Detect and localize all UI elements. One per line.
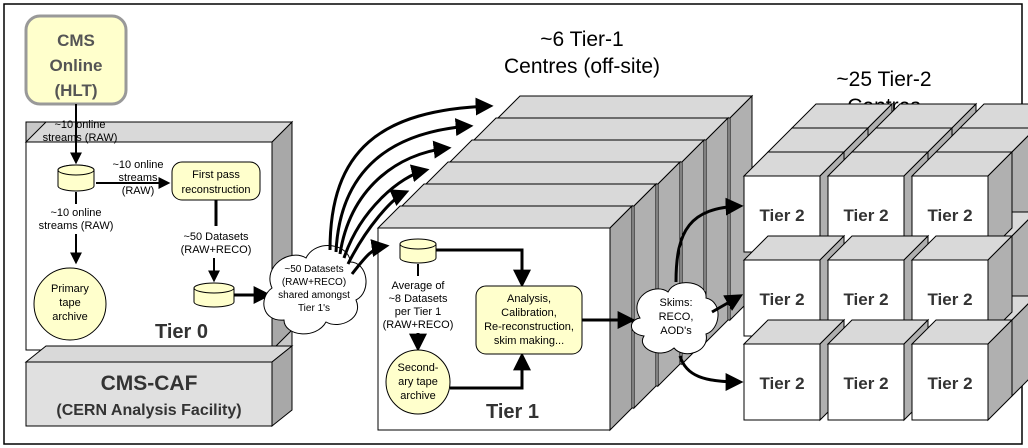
tier2-grid: Tier 2 Tier 2 Tier 2 Tier 2 Tier 2 Tier 2 Tier… xyxy=(742,102,1028,422)
secondary-to-analysis-arrow xyxy=(450,352,531,390)
secondary-tape-line-1: Second- xyxy=(398,362,439,374)
primary-tape-line-1: Primary xyxy=(51,283,89,295)
first-pass-line-1: First pass xyxy=(192,169,240,181)
tier0-streams-right-2: streams xyxy=(118,172,158,184)
analysis-box: Analysis, Calibration, Re-reconstruction… xyxy=(475,285,583,355)
first-pass-line-2: reconstruction xyxy=(181,184,250,196)
tier2-cube-label: Tier 2 xyxy=(759,374,804,393)
skims-line-3: AOD's xyxy=(660,325,692,337)
tier2-heading-1: ~25 Tier-2 xyxy=(836,68,931,91)
secondary-tape-line-2: ary tape xyxy=(398,376,438,388)
analysis-line-2: Calibration, xyxy=(501,307,557,319)
primary-tape-archive: Primary tape archive xyxy=(33,267,107,341)
cms-caf-subtitle: (CERN Analysis Facility) xyxy=(56,402,241,419)
tier2-cube-label: Tier 2 xyxy=(843,374,888,393)
skims-to-tier2-middle-arrow xyxy=(711,294,744,314)
tier0-streams-top-2: streams (RAW) xyxy=(43,132,118,144)
tier2-cube-label: Tier 2 xyxy=(927,374,972,393)
tier0-streams-right-1: ~10 online xyxy=(112,159,163,171)
skims-to-tier2-bottom-arrow xyxy=(678,355,744,391)
analysis-line-1: Analysis, xyxy=(507,293,551,305)
tier2-cube-label: Tier 2 xyxy=(759,290,804,309)
tier1-heading-1: ~6 Tier-1 xyxy=(540,28,623,51)
tier1-average-2: ~8 Datasets xyxy=(388,293,448,305)
tier2-cube-label: Tier 2 xyxy=(843,206,888,225)
tier0-reco-cylinder xyxy=(193,282,235,308)
tier2-cube-label: Tier 2 xyxy=(759,206,804,225)
analysis-line-3: Re-reconstruction, xyxy=(484,321,574,333)
shared-cloud-line-2: (RAW+RECO) xyxy=(282,277,346,288)
tier1-label: Tier 1 xyxy=(486,401,539,423)
shared-cloud-line-3: shared amongst xyxy=(278,290,350,301)
cloud-to-tier1-arrow-1 xyxy=(328,97,494,251)
cloud-to-tier1-arrow-5 xyxy=(346,189,410,265)
cms-caf-box: CMS-CAF (CERN Analysis Facility) xyxy=(24,344,294,428)
tier0-datasets-1: ~50 Datasets xyxy=(183,231,249,243)
analysis-line-4: skim making... xyxy=(494,335,564,347)
tier1-average-3: per Tier 1 xyxy=(395,306,441,318)
shared-cloud-line-1: ~50 Datasets xyxy=(284,264,343,275)
cms-caf-title: CMS-CAF xyxy=(101,372,198,395)
skims-line-1: Skims: xyxy=(660,297,693,309)
tier0-datasets-2: (RAW+RECO) xyxy=(181,244,252,256)
tier0-label: Tier 0 xyxy=(155,321,208,343)
first-pass-box: First pass reconstruction xyxy=(171,161,261,201)
cms-online-box: CMS Online (HLT) xyxy=(24,14,128,106)
cms-online-line-3: (HLT) xyxy=(54,81,97,100)
tier0-streams-down-2: streams (RAW) xyxy=(39,220,114,232)
tier1-heading-2: Centres (off-site) xyxy=(504,55,660,78)
tier2-cube-label: Tier 2 xyxy=(927,206,972,225)
tier0-streams-down-1: ~10 online xyxy=(50,207,101,219)
shared-cloud-line-4: Tier 1's xyxy=(298,303,330,314)
tier2-cube: Tier 2 xyxy=(910,318,1014,422)
cloud-to-tier1-arrow-3 xyxy=(338,140,452,255)
skims-cloud: Skims: RECO, AOD's xyxy=(631,282,719,355)
tier1-average-4: (RAW+RECO) xyxy=(383,319,454,331)
skims-to-tier2-top-arrow xyxy=(674,197,744,283)
cloud-to-tier1-arrow-4 xyxy=(342,164,430,259)
tier1-average-1: Average of xyxy=(391,280,445,292)
secondary-tape-archive: Second- ary tape archive xyxy=(385,349,451,415)
tier2-cube-label: Tier 2 xyxy=(927,290,972,309)
tier0-streams-top-1: ~10 online xyxy=(54,119,105,131)
tier1-cylinder xyxy=(399,238,437,264)
tier0-stream-cylinder xyxy=(57,164,95,192)
cms-online-line-1: CMS xyxy=(57,31,95,50)
primary-tape-line-2: tape xyxy=(59,297,80,309)
skims-line-2: RECO, xyxy=(659,311,694,323)
secondary-tape-line-3: archive xyxy=(400,390,435,402)
cms-online-line-2: Online xyxy=(50,56,103,75)
tier2-cube-label: Tier 2 xyxy=(843,290,888,309)
tier0-streams-right-3: (RAW) xyxy=(122,185,155,197)
cloud-to-tier1-arrow-2 xyxy=(334,118,474,253)
cylinder-to-analysis-arrow xyxy=(436,248,531,288)
shared-datasets-cloud: ~50 Datasets (RAW+RECO) shared amongst T… xyxy=(263,245,367,335)
primary-tape-line-3: archive xyxy=(52,311,87,323)
cloud-to-tier1-arrow-6 xyxy=(350,239,390,275)
